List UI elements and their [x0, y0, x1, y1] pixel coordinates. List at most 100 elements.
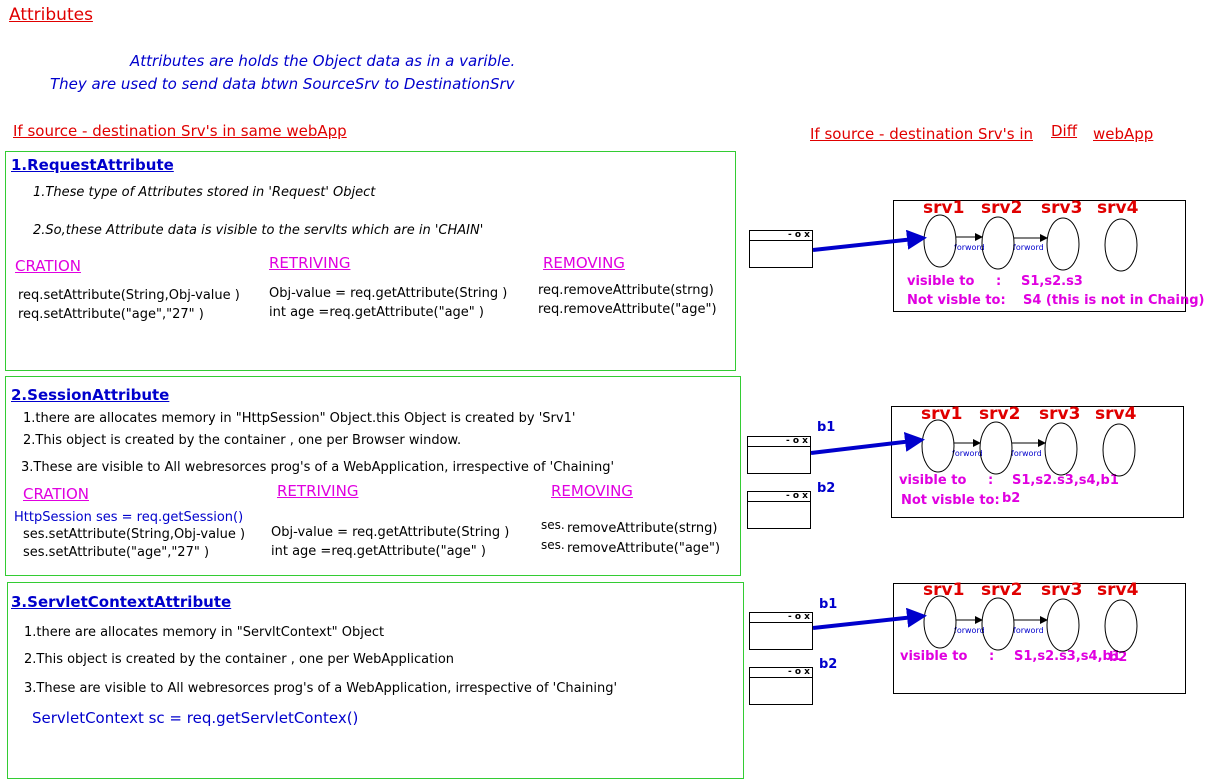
session-get-line: HttpSession ses = req.getSession() — [14, 510, 244, 525]
browser-window-b1-context: - o x — [749, 612, 813, 650]
window-controls: - o x — [750, 668, 812, 678]
session-removing-prefix-1: ses. — [541, 518, 565, 532]
server-3-ellipse — [1046, 598, 1080, 652]
session-point-1: 1.there are allocates memory in "HttpSes… — [23, 411, 576, 426]
server-2-ellipse — [981, 216, 1015, 270]
diagram-1-forward-2: forword — [1013, 243, 1044, 252]
session-retriving-label: RETRIVING — [277, 482, 359, 500]
server-1-ellipse — [923, 595, 957, 649]
diagram-3-srv2: srv2 — [981, 580, 1023, 600]
diagram-2-srv4: srv4 — [1095, 404, 1137, 424]
request-creation-label: CRATION — [15, 257, 81, 275]
diagram-2-forward-2: forword — [1011, 449, 1042, 458]
servlet-context-attribute-title: 3.ServletContextAttribute — [11, 593, 232, 611]
diagram-3-forward-2: forword — [1013, 626, 1044, 635]
request-attribute-title: 1.RequestAttribute — [11, 156, 174, 174]
window-controls: - o x — [748, 437, 810, 447]
diagram-3-browser-b1: b1 — [819, 597, 838, 612]
server-1-ellipse — [923, 214, 957, 268]
server-4-ellipse — [1104, 599, 1138, 653]
diagram-3-colon: : — [989, 649, 995, 664]
server-1-ellipse — [921, 419, 955, 473]
diagram-1-srv2: srv2 — [981, 198, 1023, 218]
diagram-3-srv1: srv1 — [923, 580, 965, 600]
server-4-ellipse — [1102, 423, 1136, 477]
session-point-3: 3.These are visible to All webresorces p… — [21, 460, 615, 475]
diagram-2-colon: : — [988, 473, 994, 488]
session-removing-line-2: removeAttribute("age") — [567, 541, 721, 556]
diagram-2-srv1: srv1 — [921, 404, 963, 424]
diagram-1-srv3: srv3 — [1041, 198, 1083, 218]
diagram-2-not-visible-label: Not visble to: — [901, 493, 1000, 508]
request-arrow — [812, 229, 927, 252]
diagram-1-servers — [923, 214, 1138, 272]
session-retriving-line-1: Obj-value = req.getAttribute(String ) — [271, 525, 510, 540]
diagram-3-srv4: srv4 — [1097, 580, 1139, 600]
session-point-2: 2.This object is created by the containe… — [23, 433, 462, 448]
diagram-2-srv2: srv2 — [979, 404, 1021, 424]
session-creation-line-1: ses.setAttribute(String,Obj-value ) — [23, 527, 246, 542]
request-creation-line-2: req.setAttribute("age","27" ) — [18, 307, 204, 322]
request-removing-line-1: req.removeAttribute(strng) — [538, 283, 714, 298]
diagram-1-box — [893, 200, 1186, 312]
session-removing-label: REMOVING — [551, 482, 633, 500]
browser-window-1: - o x — [749, 230, 813, 268]
request-creation-line-1: req.setAttribute(String,Obj-value ) — [18, 288, 240, 303]
diagram-3-srv3: srv3 — [1041, 580, 1083, 600]
diagram-1-not-visible-value: S4 (this is not in Chaing) — [1023, 293, 1205, 308]
request-point-1: 1.These type of Attributes stored in 'Re… — [33, 185, 376, 200]
intro-line-2: They are used to send data btwn SourceSr… — [50, 75, 515, 93]
server-2-ellipse — [979, 421, 1013, 475]
server-2-ellipse — [981, 597, 1015, 651]
request-removing-line-2: req.removeAttribute("age") — [538, 302, 717, 317]
intro-line-1: Attributes are holds the Object data as … — [130, 52, 516, 70]
right-heading-diff: Diff — [1051, 122, 1078, 140]
diagram-2-srv3: srv3 — [1039, 404, 1081, 424]
diagram-2-box — [891, 406, 1184, 518]
browser-window-b2-context: - o x — [749, 667, 813, 705]
window-controls: - o x — [750, 613, 812, 623]
right-heading-prefix: If source - destination Srv's in — [810, 125, 1033, 143]
page-title: Attributes — [9, 5, 93, 25]
diagram-1-forward-1: forword — [954, 243, 985, 252]
browser-window-b1-session: - o x — [747, 436, 811, 474]
context-point-3: 3.These are visible to All webresorces p… — [24, 681, 618, 696]
right-heading-suffix: webApp — [1093, 125, 1154, 143]
session-attribute-box — [5, 376, 741, 576]
diagram-2-servers — [921, 419, 1136, 477]
diagram-3-servers — [923, 595, 1138, 653]
context-get-line: ServletContext sc = req.getServletContex… — [32, 709, 359, 727]
diagram-2-browser-b1: b1 — [817, 420, 836, 435]
servlet-context-attribute-box — [7, 582, 744, 779]
session-removing-prefix-2: ses. — [541, 538, 565, 552]
request-arrow — [810, 431, 925, 455]
request-retriving-line-2: int age =req.getAttribute("age" ) — [269, 305, 484, 320]
request-attribute-box — [5, 151, 736, 371]
server-3-ellipse — [1046, 217, 1080, 271]
request-removing-label: REMOVING — [543, 254, 625, 272]
diagram-3-forward-1: forword — [954, 626, 985, 635]
request-retriving-line-1: Obj-value = req.getAttribute(String ) — [269, 286, 508, 301]
session-removing-line-1: removeAttribute(strng) — [567, 521, 718, 536]
diagram-3-visible-label: visible to — [900, 649, 968, 664]
left-heading: If source - destination Srv's in same we… — [13, 122, 347, 140]
window-controls: - o x — [750, 231, 812, 241]
context-point-2: 2.This object is created by the containe… — [24, 652, 455, 667]
request-point-2: 2.So,these Attribute data is visible to … — [33, 223, 484, 238]
diagram-2-forward-1: forword — [952, 449, 983, 458]
diagram-1-colon: : — [996, 274, 1002, 289]
diagram-1-visible-label: visible to — [907, 274, 975, 289]
session-attribute-title: 2.SessionAttribute — [11, 386, 170, 404]
diagram-2-visible-label: visible to — [899, 473, 967, 488]
diagram-1-visible-value: S1,s2.s3 — [1021, 274, 1083, 289]
session-creation-line-2: ses.setAttribute("age","27" ) — [23, 545, 210, 560]
context-point-1: 1.there are allocates memory in "ServltC… — [24, 625, 385, 640]
diagram-2-not-visible-value: b2 — [1002, 491, 1021, 506]
diagram-2-visible-value: S1,s2.s3,s4,b1 — [1012, 473, 1119, 488]
diagram-3-box — [893, 583, 1186, 694]
window-controls: - o x — [748, 492, 810, 502]
server-4-ellipse — [1104, 218, 1138, 272]
diagram-1-not-visible-label: Not visble to: — [907, 293, 1006, 308]
diagram-1-srv4: srv4 — [1097, 198, 1139, 218]
